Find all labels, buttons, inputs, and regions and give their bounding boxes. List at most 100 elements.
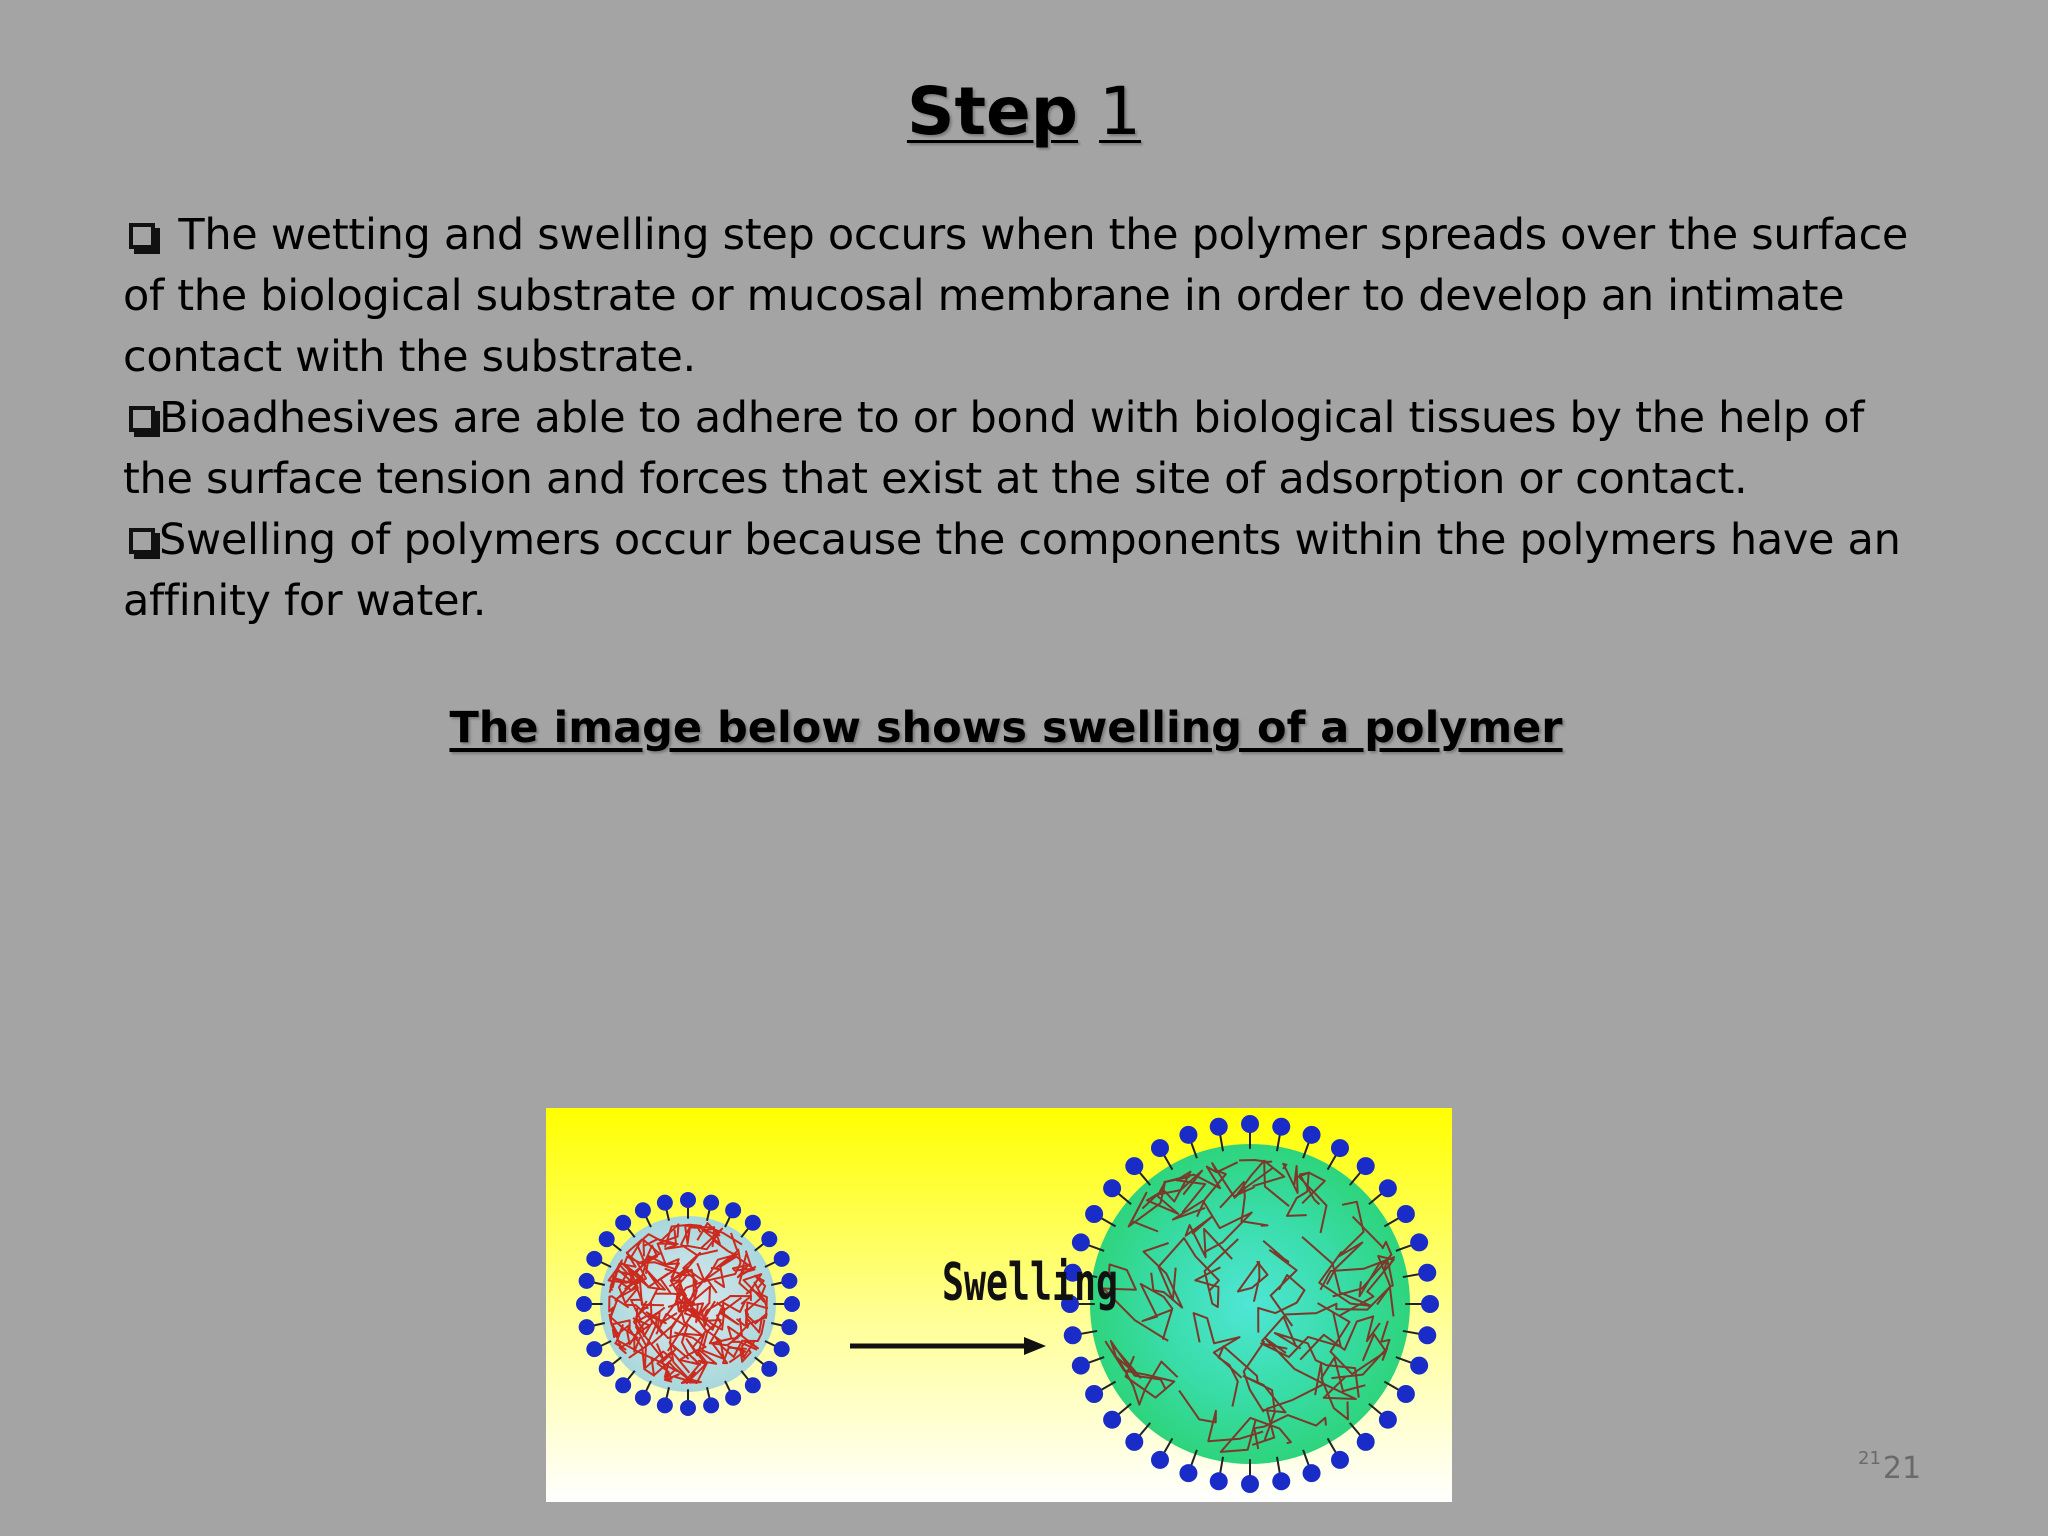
polymer-chain xyxy=(1251,1362,1324,1446)
polymer-chain xyxy=(680,1333,706,1384)
image-caption: The image below shows swelling of a poly… xyxy=(0,698,2048,758)
surface-dot xyxy=(656,1397,673,1414)
surface-dot xyxy=(1396,1385,1415,1403)
polymer-chain xyxy=(1219,1180,1269,1227)
polymer-chain xyxy=(1102,1263,1169,1342)
surface-dot xyxy=(634,1389,651,1406)
polymer-chain xyxy=(1184,1216,1233,1260)
polymer-chain xyxy=(1109,1340,1167,1391)
polymer-chain xyxy=(1263,1337,1357,1400)
polymer-chain xyxy=(675,1278,718,1305)
surface-dot xyxy=(761,1231,778,1248)
bullet-item-2: Bioadhesives are able to adhere to or bo… xyxy=(123,388,1923,510)
surface-dot xyxy=(781,1319,798,1336)
polymer-chain xyxy=(1301,1236,1373,1307)
polymer-chain xyxy=(1331,1320,1391,1380)
surface-dot xyxy=(761,1360,778,1377)
polymer-chain xyxy=(1297,1171,1328,1234)
surface-dot xyxy=(1125,1432,1144,1451)
small-polymer-particle xyxy=(576,1192,800,1416)
surface-dot xyxy=(1063,1326,1082,1345)
caption-text: The image below shows swelling of a poly… xyxy=(449,703,1563,753)
polymer-chain xyxy=(675,1274,726,1331)
surface-dot xyxy=(1378,1410,1397,1429)
surface-dot xyxy=(1209,1472,1228,1491)
surface-dot xyxy=(1085,1385,1104,1403)
surface-dot xyxy=(1356,1157,1375,1176)
polymer-chain xyxy=(1142,1242,1184,1309)
polymer-chain xyxy=(656,1350,691,1381)
surface-dot xyxy=(586,1250,603,1267)
polymer-chain xyxy=(1239,1159,1290,1207)
polymer-chain xyxy=(683,1252,740,1322)
polymer-chain xyxy=(701,1248,742,1283)
surface-dot xyxy=(634,1202,651,1219)
surface-dot xyxy=(703,1194,720,1211)
surface-dot xyxy=(1418,1263,1437,1282)
surface-dot xyxy=(744,1214,761,1231)
polymer-chain xyxy=(732,1250,757,1279)
surface-dot xyxy=(1378,1179,1397,1198)
surface-dot xyxy=(1302,1125,1321,1144)
surface-dot xyxy=(1410,1356,1429,1375)
surface-dot xyxy=(1209,1117,1228,1136)
bullet-text-1: The wetting and swelling step occurs whe… xyxy=(123,210,1909,382)
polymer-chain xyxy=(1236,1260,1269,1302)
polymer-chain xyxy=(738,1266,766,1303)
polymer-chain xyxy=(655,1313,701,1366)
page-number-small: 21 xyxy=(1858,1448,1881,1469)
polymer-chain xyxy=(719,1296,747,1326)
surface-dot xyxy=(1103,1179,1122,1198)
polymer-chain xyxy=(680,1226,721,1257)
polymer-chain xyxy=(1339,1255,1395,1317)
surface-dot xyxy=(703,1397,720,1414)
bullet-text-2: Bioadhesives are able to adhere to or bo… xyxy=(123,393,1865,504)
surface-dot xyxy=(1179,1464,1198,1483)
polymer-chain xyxy=(1260,1311,1342,1358)
surface-dot xyxy=(1085,1205,1104,1223)
polymer-chain xyxy=(708,1314,742,1347)
polymer-chain xyxy=(1219,1416,1292,1453)
polymer-chain xyxy=(633,1301,653,1353)
polymer-chain xyxy=(1273,1332,1360,1398)
checkbox-bullet-icon xyxy=(129,223,155,249)
polymer-chain xyxy=(609,1316,639,1355)
polymer-chain xyxy=(1127,1180,1167,1233)
surface-dot xyxy=(578,1272,595,1289)
surface-dot xyxy=(773,1341,790,1358)
polymer-chain xyxy=(1257,1274,1306,1333)
checkbox-bullet-icon xyxy=(129,406,155,432)
surface-dot xyxy=(615,1214,632,1231)
polymer-chain xyxy=(714,1319,766,1358)
polymer-chain xyxy=(663,1223,702,1248)
bullet-item-3: Swelling of polymers occur because the c… xyxy=(123,510,1923,632)
surface-dot xyxy=(598,1360,615,1377)
polymer-chain xyxy=(1317,1302,1387,1376)
surface-dot xyxy=(1272,1117,1291,1136)
surface-dot xyxy=(1103,1410,1122,1429)
surface-dot xyxy=(576,1296,592,1312)
bullet-item-1: The wetting and swelling step occurs whe… xyxy=(123,205,1923,388)
polymer-chain xyxy=(1242,1375,1287,1441)
polymer-chain xyxy=(644,1255,689,1283)
surface-dot xyxy=(615,1377,632,1394)
surface-dot xyxy=(598,1231,615,1248)
polymer-chain xyxy=(1332,1215,1393,1298)
polymer-chain xyxy=(1282,1162,1299,1194)
polymer-chain xyxy=(637,1238,677,1294)
surface-dot xyxy=(1151,1450,1169,1469)
surface-dot xyxy=(1331,1450,1349,1469)
surface-dot xyxy=(781,1272,798,1289)
swelling-arrow-icon xyxy=(850,1337,1046,1355)
surface-dot xyxy=(1421,1295,1439,1313)
surface-dot xyxy=(1356,1432,1375,1451)
surface-dot xyxy=(1272,1472,1291,1491)
surface-dot xyxy=(784,1296,800,1312)
surface-dot xyxy=(744,1377,761,1394)
surface-dot xyxy=(680,1192,696,1208)
swollen-polymer-particle xyxy=(1061,1115,1439,1493)
title-number: 1 xyxy=(1099,73,1142,150)
polymer-chain xyxy=(1141,1170,1207,1214)
polymer-chain xyxy=(664,1227,724,1251)
polymer-chain xyxy=(628,1300,652,1359)
